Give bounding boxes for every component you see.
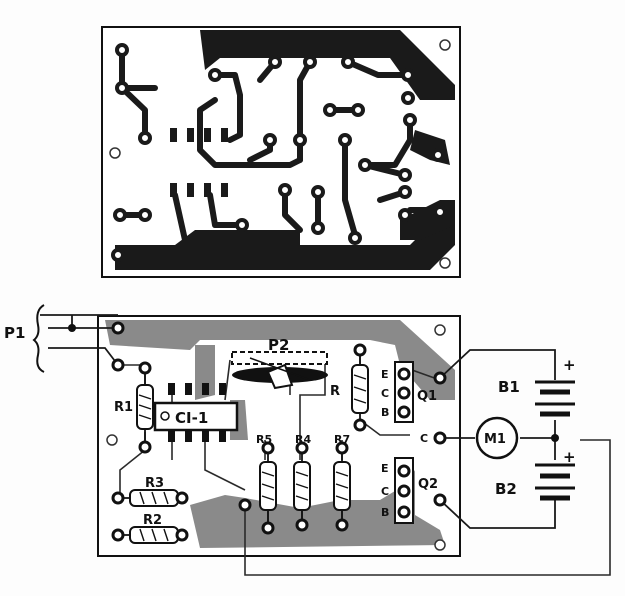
r2-label: R2: [143, 513, 162, 528]
ic-label: CI-1: [175, 409, 208, 427]
ic-pads-top: [170, 128, 228, 197]
round-pads-top: [111, 43, 447, 262]
ic-ci1: CI-1: [153, 383, 239, 442]
resistor-r1: R1: [114, 370, 154, 445]
r3-label: R3: [145, 476, 164, 491]
q2-pin-b: B: [381, 506, 389, 519]
resistor-r2: R2: [118, 513, 182, 544]
grey-copper-areas: [105, 320, 455, 548]
q2-label: Q2: [418, 477, 438, 492]
q1-label: Q1: [417, 389, 437, 404]
q1-c-output-label: C: [420, 432, 428, 445]
battery-b2-plus: +: [563, 448, 576, 466]
r7-label: R7: [334, 433, 350, 446]
q2-pin-e: E: [381, 462, 389, 475]
pcb-copper-layout: [101, 26, 461, 278]
battery-b1-label: B1: [498, 378, 520, 396]
pcb-assembly-layout: P1 + B1 + B2: [4, 304, 611, 576]
transistor-q2: E C B Q2: [381, 457, 438, 524]
p2-label: P2: [268, 336, 289, 354]
motor-m1-label: M1: [484, 432, 506, 447]
p1-brace: [32, 304, 45, 373]
q1-pin-b: B: [381, 406, 389, 419]
q1-pin-e: E: [381, 368, 389, 381]
mounting-holes-bottom: [106, 324, 446, 551]
resistor-r7: R7: [333, 433, 351, 525]
motor-m1: M1: [475, 416, 519, 460]
battery-b1: + B1: [498, 356, 576, 417]
r6-label: R: [330, 384, 340, 399]
battery-motor-wiring: [439, 349, 556, 529]
q2-pin-c: C: [381, 485, 389, 498]
mounting-holes-top: [109, 39, 451, 269]
battery-b2-label: B2: [495, 480, 517, 498]
q1-pin-c: C: [381, 387, 389, 400]
potentiometer-p2: P2: [231, 336, 328, 390]
battery-junction-node: [551, 434, 559, 442]
resistor-r6: R: [330, 352, 369, 425]
resistor-r3: R3: [118, 476, 182, 507]
battery-b2: + B2: [495, 448, 576, 501]
battery-b1-plus: +: [563, 356, 576, 374]
transistor-q1: E C B Q1: [381, 361, 437, 423]
p1-node: [68, 324, 76, 332]
assembly-pads: [111, 321, 447, 542]
pad-c-output: [433, 431, 447, 445]
resistor-r5: R5: [256, 433, 277, 528]
r1-label: R1: [114, 400, 133, 415]
p1-label: P1: [4, 324, 25, 342]
